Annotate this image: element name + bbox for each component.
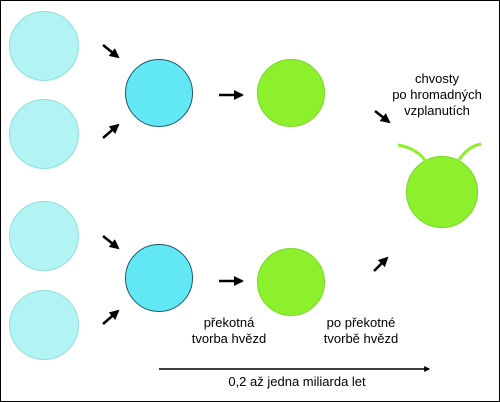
arrow-merge-bottom-2 (102, 309, 120, 325)
small-galaxy-top-2 (9, 99, 79, 169)
after-starburst-label-line-1: po překotné (326, 315, 396, 330)
starburst-label-line-1: překotná (203, 315, 255, 330)
tails-label-line-2: po hromadných (392, 87, 482, 102)
starburst-label-line-2: tvorba hvězd (191, 331, 267, 346)
starburst-label: překotná tvorba hvězd (181, 315, 277, 347)
arrow-merge-top-1 (102, 44, 120, 59)
arrow-final-from-top (374, 110, 391, 124)
tidal-tail-left (397, 143, 429, 164)
tidal-tail-right (455, 142, 482, 164)
arrow-final-from-bottom (373, 256, 389, 272)
tails-label-line-3: vzplanutích (404, 103, 470, 118)
arrow-merge-top-2 (102, 123, 120, 139)
small-galaxy-bottom-2 (9, 290, 79, 360)
tails-label-line-1: chvosty (414, 71, 460, 86)
timeline-label: 0,2 až jedna miliarda let (228, 374, 366, 389)
small-galaxy-bottom-1 (9, 201, 79, 271)
arrow-merge-bottom-1 (102, 235, 120, 250)
merged-galaxy-bottom (125, 244, 193, 312)
after-starburst-label-line-2: tvorbě hvězd (323, 331, 399, 346)
final-galaxy (406, 156, 478, 228)
merged-galaxy-top (125, 59, 193, 127)
tails-label: chvosty po hromadných vzplanutích (377, 71, 497, 119)
small-galaxy-top-1 (9, 11, 79, 81)
evolved-galaxy-top (257, 59, 325, 127)
evolved-galaxy-bottom (257, 248, 325, 316)
after-starburst-label: po překotné tvorbě hvězd (306, 315, 416, 347)
